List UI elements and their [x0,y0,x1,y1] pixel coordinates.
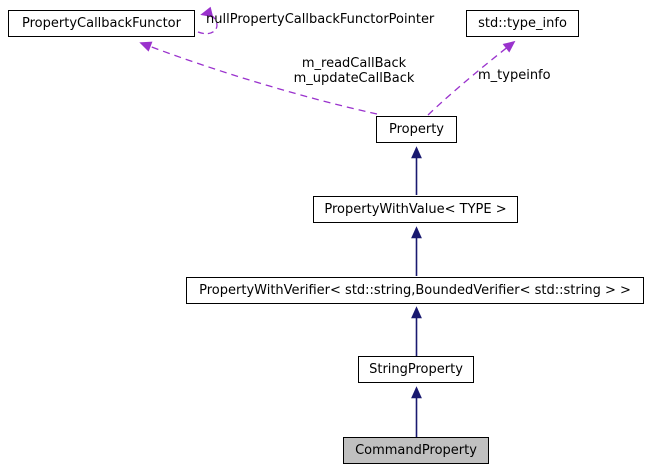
node-property[interactable]: Property [376,116,457,143]
node-commandproperty[interactable]: CommandProperty [343,437,489,464]
edge-label-nullpropertycallbackfunctorpointer: nullPropertyCallbackFunctorPointer [206,12,435,27]
node-propertycallbackfunctor[interactable]: PropertyCallbackFunctor [8,10,195,37]
node-propertywithvalue[interactable]: PropertyWithValue< TYPE > [313,196,518,223]
node-stringproperty[interactable]: StringProperty [358,356,474,383]
edge-label-readcallback: m_readCallBack [301,56,407,71]
edge-label-callbacks: m_readCallBack m_updateCallBack [279,56,429,86]
edge-label-updatecallback: m_updateCallBack [293,71,415,86]
node-std-type-info[interactable]: std::type_info [466,10,579,37]
node-propertywithverifier[interactable]: PropertyWithVerifier< std::string,Bounde… [186,277,644,304]
edge-label-typeinfo: m_typeinfo [478,68,551,83]
